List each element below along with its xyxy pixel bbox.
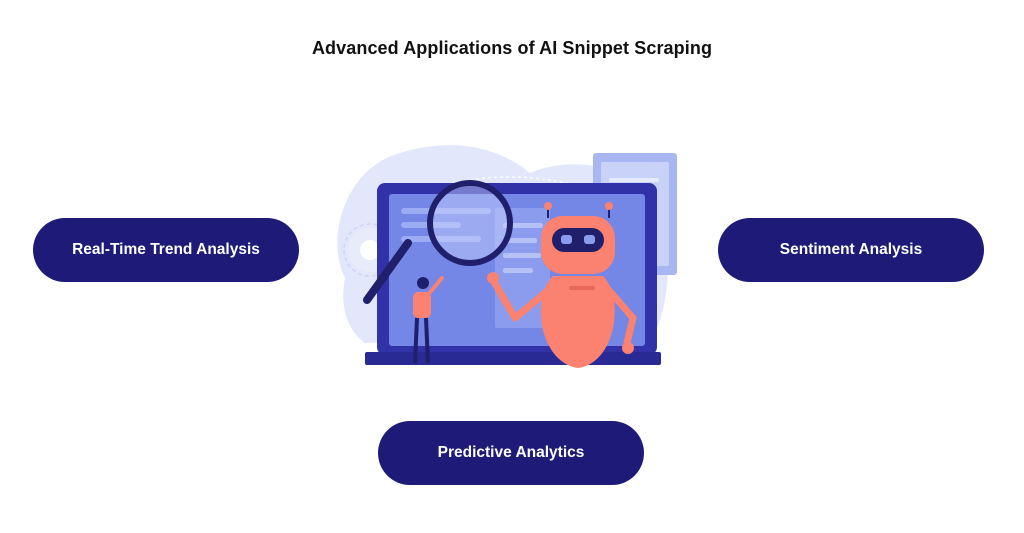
page-title: Advanced Applications of AI Snippet Scra… xyxy=(311,38,713,58)
node-label: Real-Time Trend Analysis xyxy=(72,241,260,258)
node-label: Sentiment Analysis xyxy=(779,241,923,258)
person-icon xyxy=(413,276,444,364)
node-predictive-analytics: Predictive Analytics xyxy=(378,421,644,485)
robot-laptop-illustration xyxy=(337,145,677,368)
robot-icon xyxy=(487,202,637,368)
laptop-icon xyxy=(365,183,661,365)
node-sentiment-analysis: Sentiment Analysis xyxy=(718,218,984,282)
magnifier-icon xyxy=(363,180,513,304)
node-real-time-trend-analysis: Real-Time Trend Analysis xyxy=(33,218,299,282)
node-label: Predictive Analytics xyxy=(437,444,585,461)
